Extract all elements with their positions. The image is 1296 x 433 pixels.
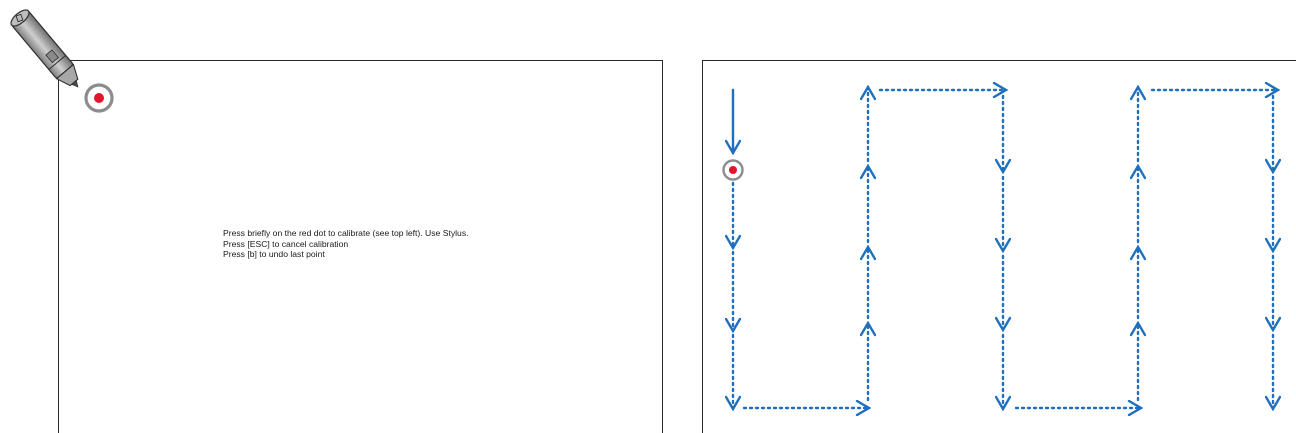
instruction-line-calibrate: Press briefly on the red dot to calibrat… [223,228,469,238]
stylus-pen-icon [10,9,79,88]
calibration-target-icon[interactable] [84,83,114,113]
calibration-screen: Press briefly on the red dot to calibrat… [58,60,663,433]
instruction-line-undo: Press [b] to undo last point [223,249,325,259]
path-start-target-icon [722,159,744,181]
calibration-path-frame [702,60,1296,433]
instruction-line-cancel: Press [ESC] to cancel calibration [223,238,349,249]
calibration-instructions: Press briefly on the red dot to calibrat… [223,228,469,260]
